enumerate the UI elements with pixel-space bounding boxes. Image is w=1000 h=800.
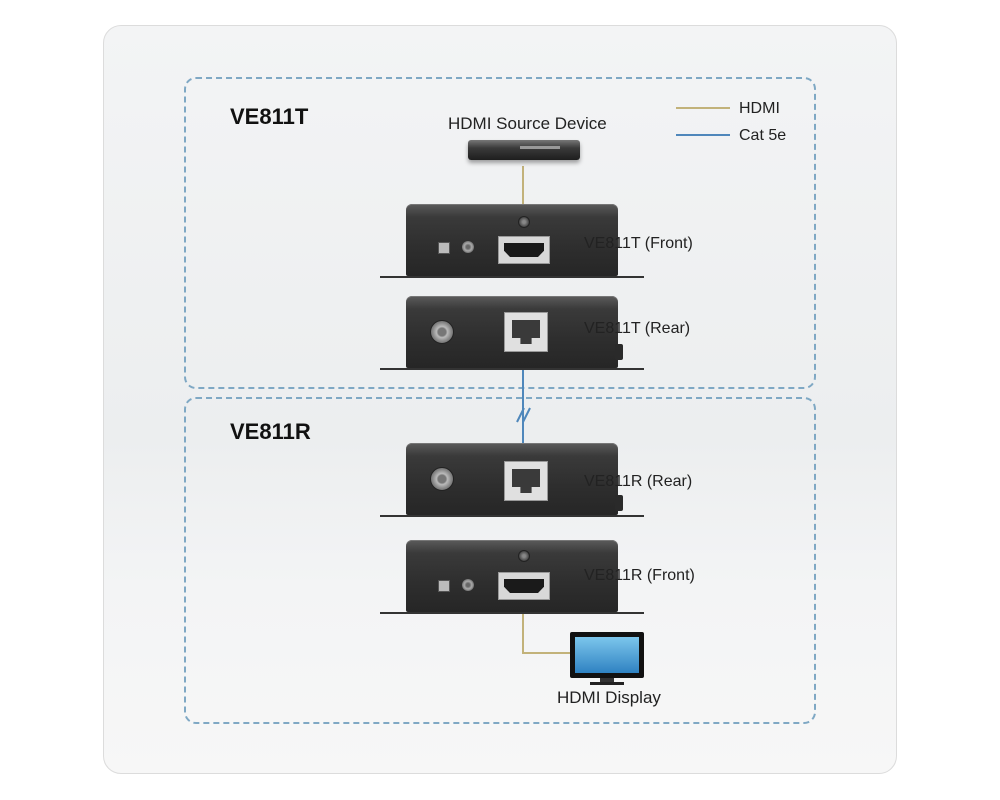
legend-hdmi-label: HDMI bbox=[739, 100, 780, 117]
power-jack-icon bbox=[430, 467, 454, 491]
cable-break-mark bbox=[516, 407, 531, 423]
rj45-port-icon bbox=[504, 461, 548, 501]
legend-cat5e-line bbox=[676, 134, 730, 136]
rx-rear-label: VE811R (Rear) bbox=[584, 473, 693, 490]
hdmi-port-icon bbox=[498, 572, 550, 600]
tx-rear-unit bbox=[380, 296, 644, 370]
receiver-zone-title: VE811R bbox=[230, 419, 311, 444]
tx-front-unit bbox=[380, 204, 644, 278]
transmitter-zone bbox=[184, 77, 816, 389]
source-device-label: HDMI Source Device bbox=[448, 114, 607, 133]
hdmi-cable-rx-to-display-horizontal bbox=[522, 652, 572, 654]
rx-rear-unit bbox=[380, 443, 644, 517]
hdmi-cable-rx-to-display bbox=[522, 600, 524, 654]
rx-front-label: VE811R (Front) bbox=[584, 567, 695, 584]
rj45-port-icon bbox=[504, 312, 548, 352]
hdmi-port-icon bbox=[498, 236, 550, 264]
tx-front-label: VE811T (Front) bbox=[584, 235, 693, 252]
display-label: HDMI Display bbox=[557, 688, 661, 707]
power-jack-icon bbox=[430, 320, 454, 344]
hdmi-display-icon bbox=[570, 632, 644, 686]
receiver-zone bbox=[184, 397, 816, 724]
legend-hdmi-line bbox=[676, 107, 730, 109]
tx-rear-label: VE811T (Rear) bbox=[584, 320, 691, 337]
rx-front-unit bbox=[380, 540, 644, 614]
hdmi-source-device-icon bbox=[468, 138, 580, 164]
transmitter-zone-title: VE811T bbox=[230, 104, 309, 129]
cat5e-cable bbox=[522, 345, 524, 467]
legend-cat5e-label: Cat 5e bbox=[739, 127, 787, 144]
hdmi-cable-source-to-tx bbox=[522, 166, 524, 208]
